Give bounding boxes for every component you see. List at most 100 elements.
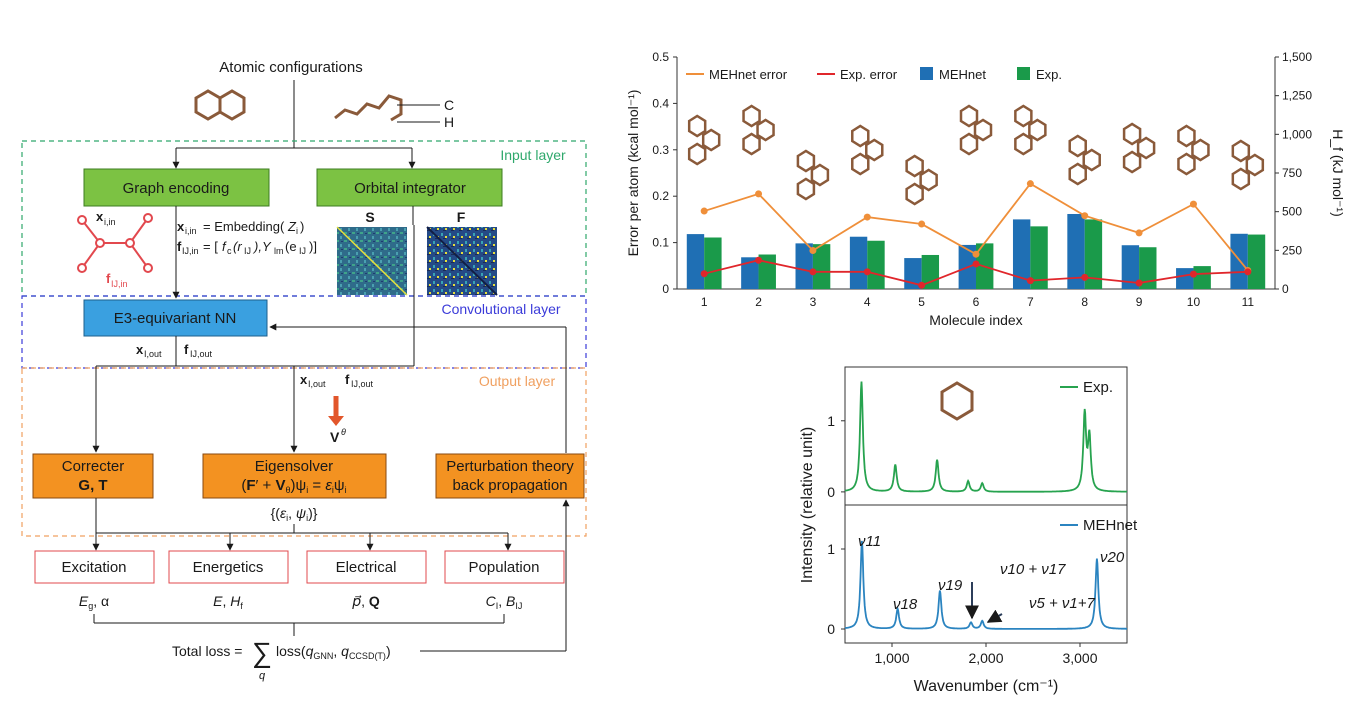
- electrical-properties: p⃗, Q: [351, 593, 380, 609]
- point-mehnet-error: [809, 246, 817, 254]
- point-mehnet-error: [1189, 200, 1197, 208]
- spectrum-y-tick-label: 1: [827, 541, 835, 557]
- e3-equivariant-nn-label: E3-equivariant NN: [114, 310, 237, 327]
- spectrum-x-tick-label: 3,000: [1062, 650, 1097, 666]
- peak-annotation: ν20: [1100, 549, 1125, 566]
- peak-annotation: ν11: [858, 533, 881, 550]
- bar-mehnet: [795, 243, 813, 289]
- molecular-graph-icon: [77, 213, 153, 273]
- embedding-f-sub: IJ,in: [182, 246, 199, 256]
- embedding-f-r: (r: [233, 239, 242, 254]
- point-mehnet-error: [918, 220, 926, 228]
- molecule-thumbnail: [1177, 124, 1210, 176]
- annotation-arrow: [986, 609, 1003, 623]
- hydrogen-legend: H: [444, 114, 454, 130]
- eigensolver-equation: (F′ + Vθ)ψi = εiψi: [241, 477, 346, 495]
- sum-index: q: [259, 670, 266, 682]
- point-mehnet-error: [1135, 229, 1143, 237]
- population-properties: CI, BIJ: [486, 593, 523, 611]
- y-tick-label-right: 1,500: [1282, 50, 1312, 64]
- peak-annotation: ν19: [938, 577, 963, 594]
- carbon-legend: C: [444, 97, 454, 113]
- molecule-thumbnail: [1231, 139, 1265, 191]
- y-tick-label-left: 0.4: [652, 96, 669, 110]
- x-tick-label: 5: [918, 295, 925, 309]
- bar-mehnet: [1121, 245, 1140, 289]
- target-electrical-label: Electrical: [336, 559, 397, 576]
- point-mehnet-error: [863, 213, 871, 221]
- bar-mehnet: [849, 236, 868, 289]
- correcter-label: Correcter: [62, 458, 125, 475]
- spectrum-y-tick-label: 0: [827, 621, 835, 637]
- total-loss-label: Total loss =: [172, 643, 242, 659]
- output-f-sub: IJ,out: [351, 379, 374, 389]
- embedding-r-sub: IJ: [244, 246, 251, 256]
- embedding-f-terms: f: [222, 239, 227, 254]
- sum-symbol: ∑: [252, 637, 272, 668]
- y-tick-label-left: 0.5: [652, 50, 669, 64]
- orbital-integrator-box: [316, 168, 503, 207]
- bar-mehnet: [741, 257, 759, 289]
- edge-feature-label: f: [106, 271, 111, 286]
- output-x: x: [300, 372, 308, 387]
- bar-mehnet: [1230, 233, 1248, 289]
- spectrum-x-tick-label: 2,000: [968, 650, 1003, 666]
- target-population: Population: [444, 550, 565, 584]
- legend-label: MEHnet error: [709, 67, 788, 82]
- bar-exp-: [1139, 247, 1157, 289]
- molecule-thumbnail: [851, 124, 884, 176]
- overlap-matrix-label: S: [365, 209, 374, 225]
- embedding-close-bracket: )]: [309, 239, 317, 254]
- embedding-y-sub: lm: [274, 246, 284, 256]
- x-tick-label: 2: [755, 295, 762, 309]
- v-theta-label: V: [330, 429, 340, 445]
- output-layer-label: Output layer: [479, 373, 556, 389]
- x-tick-label: 9: [1136, 295, 1143, 309]
- x-tick-label: 1: [701, 295, 708, 309]
- orbital-integrator-label: Orbital integrator: [354, 180, 466, 197]
- y-tick-label-right: 250: [1282, 243, 1302, 257]
- spectrum-y-tick-label: 0: [827, 484, 835, 500]
- y-tick-label-left: 0.2: [652, 189, 669, 203]
- conv-output-f: f: [184, 342, 189, 357]
- point-exp-error: [700, 270, 708, 278]
- spectrum-legend-label: MEHnet: [1083, 517, 1138, 534]
- output-f: f: [345, 372, 350, 387]
- embedding-z-sub: i: [296, 226, 298, 236]
- x-tick-label: 4: [864, 295, 871, 309]
- point-mehnet-error: [755, 190, 763, 198]
- convolutional-layer-label: Convolutional layer: [441, 301, 560, 317]
- legend-label: MEHnet: [939, 67, 986, 82]
- fock-matrix-label: F: [457, 209, 466, 225]
- point-exp-error: [1244, 268, 1252, 276]
- alkene-chain-molecule: [334, 94, 403, 122]
- molecule-thumbnail: [1014, 104, 1047, 156]
- spectrum-curve-exp: [844, 381, 1127, 493]
- bar-exp-: [812, 244, 831, 289]
- embedding-y: ),Y: [252, 239, 272, 254]
- y-axis-label-right: H_f (kJ mol⁻¹): [1330, 129, 1346, 217]
- excitation-properties: Eg, α: [79, 593, 109, 611]
- embedding-x-symbol: x: [177, 219, 185, 234]
- point-exp-error: [863, 268, 871, 276]
- y-tick-label-left: 0: [662, 282, 669, 296]
- conv-output-f-sub: IJ,out: [190, 349, 213, 359]
- peak-annotation: ν10 + ν17: [1000, 561, 1066, 578]
- x-tick-label: 10: [1187, 295, 1201, 309]
- target-excitation-label: Excitation: [61, 559, 126, 576]
- correcter-sub-label: G, T: [78, 477, 107, 494]
- target-population-label: Population: [469, 559, 540, 576]
- point-exp-error: [918, 281, 926, 289]
- point-exp-error: [972, 260, 980, 268]
- atomic-configurations-label: Atomic configurations: [219, 59, 362, 76]
- output-layer-region: [21, 367, 587, 537]
- x-tick-label: 8: [1081, 295, 1088, 309]
- point-mehnet-error: [700, 207, 708, 215]
- embedding-z: Z: [287, 219, 297, 234]
- peak-annotation: ν18: [893, 596, 918, 613]
- graph-encoding-label: Graph encoding: [123, 180, 230, 197]
- point-mehnet-error: [1026, 180, 1034, 188]
- y-tick-label-left: 0.3: [652, 143, 669, 157]
- x-axis-label: Molecule index: [929, 312, 1022, 328]
- legend-label: Exp.: [1036, 67, 1062, 82]
